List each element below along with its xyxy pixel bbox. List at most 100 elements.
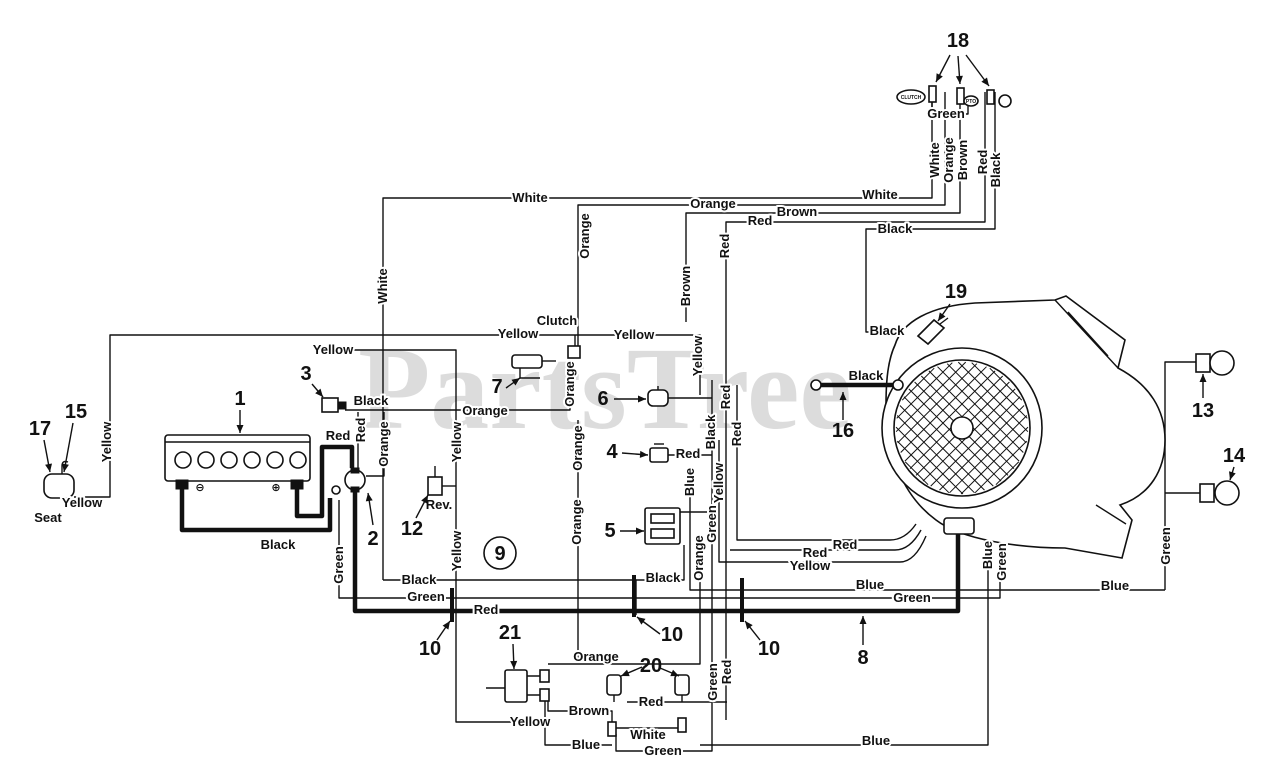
wire-label: Black: [646, 570, 681, 585]
connector-low: [607, 721, 617, 737]
cable-black-ground: [179, 488, 333, 533]
switch-18-c-tag: [998, 94, 1012, 108]
pto-tag-text: PTO: [966, 99, 976, 105]
callout-14: 14: [1223, 445, 1246, 467]
arrowhead: [45, 463, 52, 472]
reverse-switch-body: [427, 476, 443, 496]
wire-orange-low: [548, 545, 701, 665]
fan-screen-line: [903, 396, 994, 487]
wire-label: Brown: [678, 266, 693, 307]
fan-hub: [950, 416, 974, 440]
callout-7: 7: [491, 376, 502, 398]
wire-20-link: [613, 695, 683, 702]
switch-20-b: [674, 674, 690, 696]
part-16: [810, 379, 904, 391]
seat-switch: Seat: [32, 460, 75, 527]
module-5-slot: [650, 513, 675, 524]
wire-label: Brown: [955, 140, 970, 181]
callout-8: 8: [857, 647, 868, 669]
wire-label: Yellow: [62, 495, 103, 510]
wire-label: Orange: [941, 137, 956, 183]
wire-label: Black: [878, 221, 913, 236]
spark-plug-body: [916, 318, 946, 346]
wires: [74, 92, 1200, 752]
wire-orange-solenoid: [366, 412, 385, 477]
callout-arrows: [43, 54, 1236, 677]
battery-cell: [197, 451, 215, 469]
fan-screen-line: [930, 396, 1021, 487]
fan-screen-line: [896, 440, 950, 494]
clutch-tag-text: CLUTCH: [901, 95, 922, 101]
wire-label: Yellow: [99, 421, 114, 462]
switch-pair-20: [606, 674, 690, 737]
arrowhead: [62, 463, 69, 472]
callout-9-circle: [483, 536, 517, 570]
arrowhead: [981, 77, 989, 86]
cable-clamps: [450, 575, 744, 622]
lamp-14-bulb: [1214, 480, 1240, 506]
arrowhead: [938, 312, 946, 321]
arrowhead: [859, 616, 867, 624]
wire-label: Yellow: [510, 714, 551, 729]
wire-label: Yellow: [614, 327, 655, 342]
arrowhead: [639, 450, 648, 458]
module-5-slot: [650, 528, 675, 539]
seat-switch-body: [43, 473, 75, 499]
key-switch-plug: [539, 669, 550, 683]
arrowhead: [421, 495, 428, 504]
clutch-label: Clutch: [537, 313, 578, 328]
wire-label: Yellow: [711, 462, 726, 503]
wire-green-lamps: [1164, 361, 1198, 590]
wire-label: Green: [407, 589, 445, 604]
wire-label: Black: [988, 152, 1003, 187]
switch-18-b: [956, 87, 965, 105]
fan-screen-line: [939, 405, 1025, 491]
wire-label: Orange: [573, 649, 619, 664]
callout-15: 15: [65, 401, 87, 423]
callout-10: 10: [419, 638, 441, 660]
wire-label: Green: [893, 590, 931, 605]
cables: [179, 444, 961, 614]
wire-label: Blue: [682, 468, 697, 496]
wire-label: Green: [644, 743, 682, 758]
engine-rib: [1054, 299, 1127, 525]
wire-label: Red: [748, 213, 773, 228]
connector-low: [677, 717, 687, 733]
arrowhead: [1199, 374, 1207, 382]
solenoid-stud: [331, 485, 341, 495]
arrowhead: [955, 75, 963, 84]
switch-3-body: [321, 397, 339, 413]
wire-orange-switch: [345, 372, 571, 411]
wire-label: White: [630, 727, 665, 742]
solenoid-terminal: [350, 486, 360, 493]
fan-screen-line: [900, 366, 987, 453]
wire-label: Red: [676, 446, 701, 461]
callout-5: 5: [604, 520, 615, 542]
battery-cell: [243, 451, 261, 469]
wire-label: Yellow: [313, 342, 354, 357]
headlight-14: [1199, 480, 1240, 506]
wire-label: Green: [705, 663, 720, 701]
wire-label: Brown: [777, 204, 818, 219]
arrowhead: [839, 392, 847, 400]
engine-starter: [943, 517, 975, 535]
battery-cell: [220, 451, 238, 469]
wire-orange-top: [577, 92, 946, 350]
arrowhead: [511, 378, 520, 386]
wire-labels-horizontal: White White Orange Brown Red Black Green…: [60, 104, 1131, 760]
fan-screen-line: [896, 362, 953, 419]
arrowhead: [745, 621, 753, 630]
wire-label: Yellow: [790, 558, 831, 573]
arrowhead: [638, 395, 646, 403]
wire-blue-main: [689, 470, 1165, 591]
wire-label: Red: [975, 150, 990, 175]
key-switch-plug: [539, 688, 550, 702]
battery-cell: [266, 451, 284, 469]
wire-green-low: [615, 720, 713, 752]
callout-21: 21: [499, 622, 521, 644]
callout-4: 4: [606, 441, 618, 463]
wire-green-18: [931, 100, 969, 115]
engine: [881, 295, 1166, 559]
switch-20-a: [606, 674, 622, 696]
